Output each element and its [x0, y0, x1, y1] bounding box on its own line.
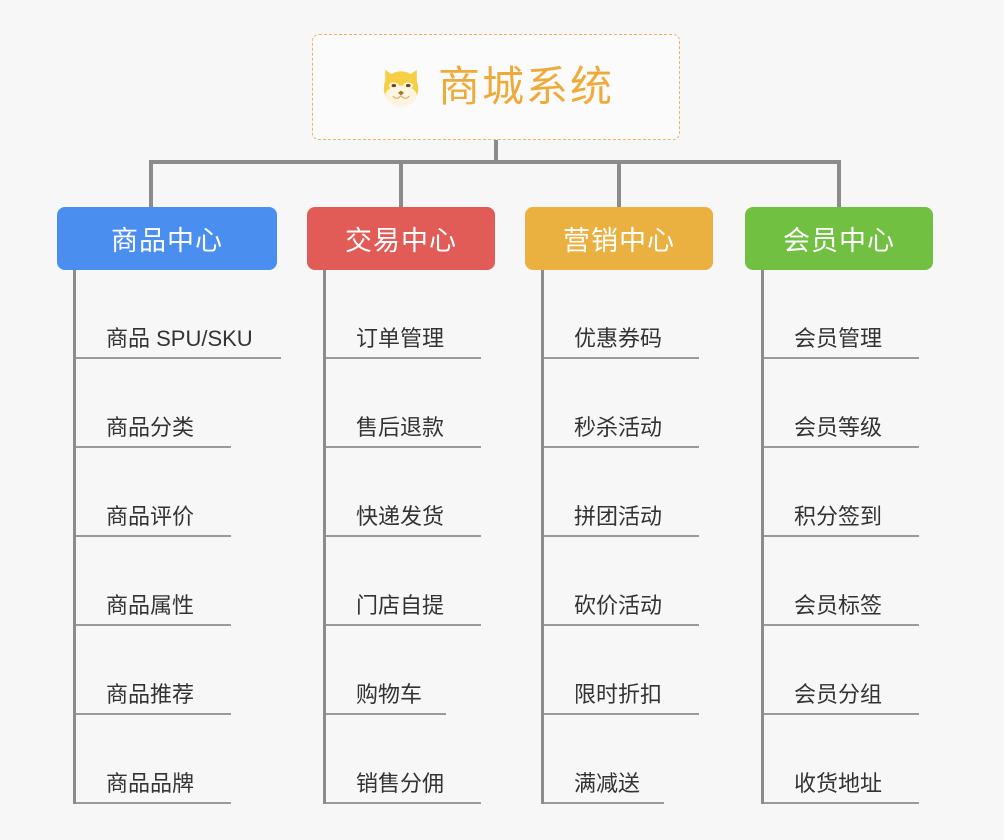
- branch-leaf-list-member-center: 会员管理 会员等级 积分签到 会员标签 会员分组 收货地址: [761, 270, 965, 804]
- branch-header-label: 商品中心: [111, 226, 223, 256]
- list-item[interactable]: 售后退款: [326, 359, 481, 448]
- list-item[interactable]: 销售分佣: [326, 715, 481, 804]
- connector-drop-marketing-center: [617, 160, 621, 208]
- list-item[interactable]: 商品分类: [76, 359, 231, 448]
- list-item-label: 商品分类: [106, 414, 195, 440]
- list-item-label: 会员标签: [794, 592, 883, 618]
- list-item-label: 商品属性: [106, 592, 195, 618]
- list-item-label: 拼团活动: [574, 503, 663, 529]
- list-item[interactable]: 满减送: [544, 715, 664, 804]
- list-item-label: 收货地址: [794, 770, 883, 796]
- branch-header-trade-center[interactable]: 交易中心: [307, 207, 495, 270]
- shiba-dog-face-icon: [383, 69, 419, 108]
- list-item[interactable]: 订单管理: [326, 270, 481, 359]
- list-item-label: 销售分佣: [356, 770, 445, 796]
- connector-drop-member-center: [837, 160, 841, 208]
- branch-column-trade-center: 交易中心 订单管理 售后退款 快递发货 门店自提 购物车 销售分佣: [307, 207, 527, 804]
- list-item-label: 购物车: [356, 681, 423, 707]
- list-item-label: 会员管理: [794, 325, 883, 351]
- branch-column-member-center: 会员中心 会员管理 会员等级 积分签到 会员标签 会员分组 收货地址: [745, 207, 965, 804]
- branch-header-label: 会员中心: [783, 226, 895, 256]
- connector-drop-product-center: [149, 160, 153, 208]
- branch-header-label: 营销中心: [563, 226, 675, 256]
- list-item[interactable]: 收货地址: [764, 715, 919, 804]
- list-item-label: 商品评价: [106, 503, 195, 529]
- branch-leaf-list-trade-center: 订单管理 售后退款 快递发货 门店自提 购物车 销售分佣: [323, 270, 527, 804]
- list-item[interactable]: 限时折扣: [544, 626, 699, 715]
- list-item-label: 门店自提: [356, 592, 445, 618]
- list-item-label: 订单管理: [356, 325, 445, 351]
- list-item-label: 会员分组: [794, 681, 883, 707]
- root-node-shop-system[interactable]: 商城系统: [312, 34, 680, 140]
- list-item[interactable]: 会员管理: [764, 270, 919, 359]
- root-title: 商城系统: [437, 63, 614, 110]
- list-item-label: 积分签到: [794, 503, 883, 529]
- list-item[interactable]: 积分签到: [764, 448, 919, 537]
- list-item-label: 会员等级: [794, 414, 883, 440]
- list-item[interactable]: 会员分组: [764, 626, 919, 715]
- list-item-label: 限时折扣: [574, 681, 663, 707]
- list-item[interactable]: 门店自提: [326, 537, 481, 626]
- list-item[interactable]: 快递发货: [326, 448, 481, 537]
- connector-horizontal-bus: [149, 160, 841, 164]
- branch-column-marketing-center: 营销中心 优惠券码 秒杀活动 拼团活动 砍价活动 限时折扣 满减送: [525, 207, 745, 804]
- connector-drop-trade-center: [399, 160, 403, 208]
- list-item[interactable]: 秒杀活动: [544, 359, 699, 448]
- list-item[interactable]: 优惠券码: [544, 270, 699, 359]
- list-item[interactable]: 会员等级: [764, 359, 919, 448]
- list-item-label: 优惠券码: [574, 325, 663, 351]
- branch-leaf-list-product-center: 商品 SPU/SKU 商品分类 商品评价 商品属性 商品推荐 商品品牌: [73, 270, 281, 804]
- list-item[interactable]: 商品推荐: [76, 626, 231, 715]
- branch-column-product-center: 商品中心 商品 SPU/SKU 商品分类 商品评价 商品属性 商品推荐 商品品牌: [57, 207, 281, 804]
- list-item-label: 满减送: [574, 770, 641, 796]
- list-item-label: 商品 SPU/SKU: [106, 325, 253, 351]
- branch-header-label: 交易中心: [345, 226, 457, 256]
- list-item[interactable]: 会员标签: [764, 537, 919, 626]
- branch-header-product-center[interactable]: 商品中心: [57, 207, 277, 270]
- branch-leaf-list-marketing-center: 优惠券码 秒杀活动 拼团活动 砍价活动 限时折扣 满减送: [541, 270, 745, 804]
- list-item-label: 售后退款: [356, 414, 445, 440]
- list-item[interactable]: 商品评价: [76, 448, 231, 537]
- list-item-label: 商品品牌: [106, 770, 195, 796]
- branch-header-member-center[interactable]: 会员中心: [745, 207, 933, 270]
- list-item[interactable]: 购物车: [326, 626, 446, 715]
- connector-root-stem: [494, 140, 498, 162]
- list-item[interactable]: 拼团活动: [544, 448, 699, 537]
- list-item-label: 秒杀活动: [574, 414, 663, 440]
- list-item[interactable]: 商品属性: [76, 537, 231, 626]
- list-item[interactable]: 商品品牌: [76, 715, 231, 804]
- list-item[interactable]: 商品 SPU/SKU: [76, 270, 281, 359]
- list-item-label: 砍价活动: [574, 592, 663, 618]
- list-item-label: 快递发货: [356, 503, 445, 529]
- list-item-label: 商品推荐: [106, 681, 195, 707]
- branch-header-marketing-center[interactable]: 营销中心: [525, 207, 713, 270]
- list-item[interactable]: 砍价活动: [544, 537, 699, 626]
